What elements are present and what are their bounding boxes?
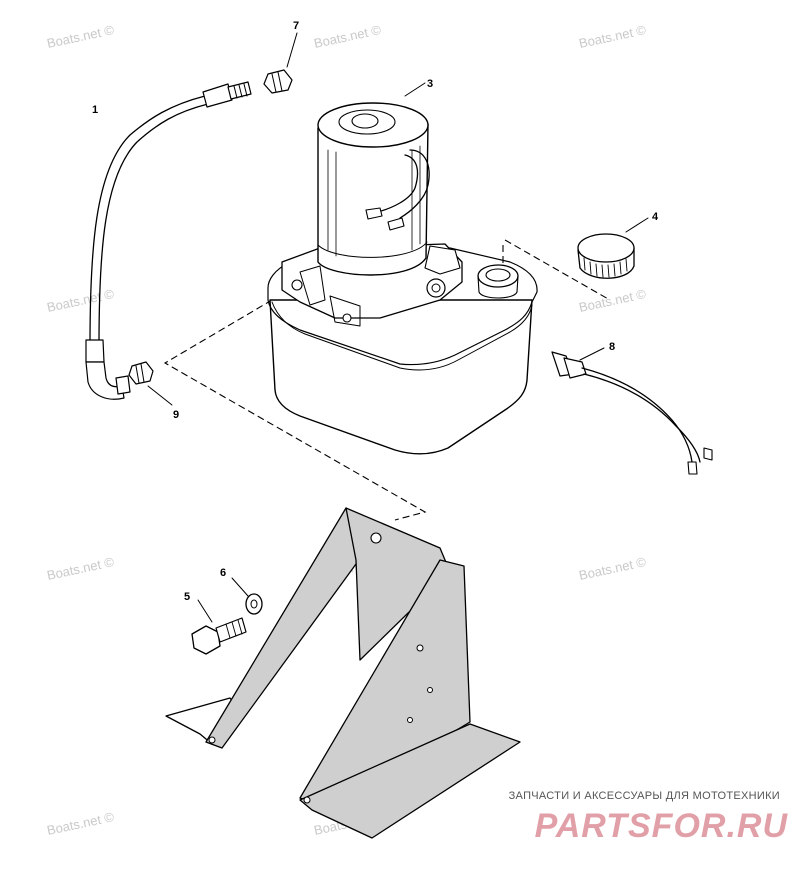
washer-hole xyxy=(250,599,258,609)
bolt-shank xyxy=(215,617,247,643)
mounting-bracket xyxy=(165,507,521,839)
leader-line xyxy=(147,385,173,406)
bracket-back-plate xyxy=(345,507,451,661)
hose-crimp xyxy=(202,83,233,108)
motor-cap-ring xyxy=(338,109,396,135)
leader-line xyxy=(231,577,249,597)
watermark: Boats.net © xyxy=(578,286,648,315)
watermark: Boats.net © xyxy=(578,22,648,51)
bolt-threads xyxy=(225,619,243,639)
leader-line xyxy=(197,599,213,623)
terminal-lug xyxy=(365,207,383,220)
assembly-lines xyxy=(163,239,611,521)
motor-lead xyxy=(399,149,430,219)
part-6-washer xyxy=(231,577,263,615)
bracket-hole xyxy=(427,687,433,693)
motor-can xyxy=(317,123,429,276)
assembly-line xyxy=(504,239,611,301)
brand-logo: PARTSFOR.RU xyxy=(534,807,788,845)
bolt-head xyxy=(191,625,221,655)
watermark: Boats.net © xyxy=(313,22,383,51)
filler-neck xyxy=(477,264,519,288)
bracket-hole xyxy=(370,532,382,544)
pump-boss xyxy=(424,245,461,275)
motor-band xyxy=(317,241,428,258)
fitting-threads xyxy=(135,363,145,384)
bracket-right-foot xyxy=(299,723,521,839)
hose-outline xyxy=(89,95,206,346)
terminal-lug xyxy=(387,217,405,231)
watermark: Boats.net © xyxy=(578,554,648,583)
hose-elbow-nut xyxy=(115,375,131,395)
part-3-pump-assembly xyxy=(267,82,538,455)
watermark: Boats.net © xyxy=(46,286,116,315)
leader-line xyxy=(579,347,605,361)
filler-neck-inner xyxy=(485,268,511,282)
leader-line xyxy=(625,217,649,233)
watermark: Boats.net © xyxy=(46,554,116,583)
leader-line xyxy=(404,82,426,97)
part-5-bolt xyxy=(191,599,247,655)
callout-layer: 1 3 4 5 6 7 8 9 xyxy=(92,20,659,603)
bracket-hole xyxy=(303,796,311,804)
hose-fitting xyxy=(227,81,252,100)
port-hole xyxy=(291,279,303,291)
cap-top xyxy=(577,233,635,263)
callout-5: 5 xyxy=(184,591,190,603)
callout-1: 1 xyxy=(92,104,98,116)
part-9-fitting xyxy=(128,361,173,406)
fitting-body xyxy=(128,361,154,385)
fitting-body xyxy=(263,69,293,94)
callout-4: 4 xyxy=(652,211,659,223)
callout-3: 3 xyxy=(427,78,433,90)
callout-8: 8 xyxy=(609,341,615,353)
callout-6: 6 xyxy=(220,567,226,579)
port-hole-inner xyxy=(431,283,441,293)
motor-cap xyxy=(351,113,379,129)
cap-knurl xyxy=(583,257,628,278)
reservoir-tank xyxy=(269,299,533,455)
hose-outline xyxy=(98,103,209,346)
sender-wire xyxy=(583,373,701,463)
washer-ring xyxy=(245,593,263,615)
watermark: Boats.net © xyxy=(46,22,116,51)
part-7-fitting xyxy=(263,32,298,94)
motor-lead xyxy=(377,154,419,213)
bracket-hole xyxy=(208,736,216,744)
part-1-hose xyxy=(85,81,252,400)
reservoir-lip xyxy=(271,301,533,371)
callout-7: 7 xyxy=(293,20,299,32)
fitting-threads xyxy=(271,71,283,93)
part-8-sender xyxy=(551,347,713,475)
wire-terminal xyxy=(687,461,698,475)
port-hole xyxy=(342,313,352,323)
bracket-hole xyxy=(416,644,424,652)
leader-line xyxy=(286,32,298,68)
wire-terminal xyxy=(703,447,713,461)
port-hole xyxy=(426,278,446,298)
hose-crimp-lower xyxy=(85,339,105,363)
watermark: Boats.net © xyxy=(46,809,116,838)
callout-9: 9 xyxy=(173,409,179,421)
pump-block-face xyxy=(299,265,361,327)
part-4-filler-cap xyxy=(577,217,649,279)
sender-wire xyxy=(581,367,693,463)
filler-neck-wall xyxy=(477,275,519,299)
motor-shading xyxy=(327,145,421,257)
bracket-hole xyxy=(407,717,413,723)
hose-fitting-threads xyxy=(233,83,248,99)
brand-tagline: ЗАПЧАСТИ И АКСЕССУАРЫ ДЛЯ МОТОТЕХНИКИ xyxy=(508,790,780,802)
